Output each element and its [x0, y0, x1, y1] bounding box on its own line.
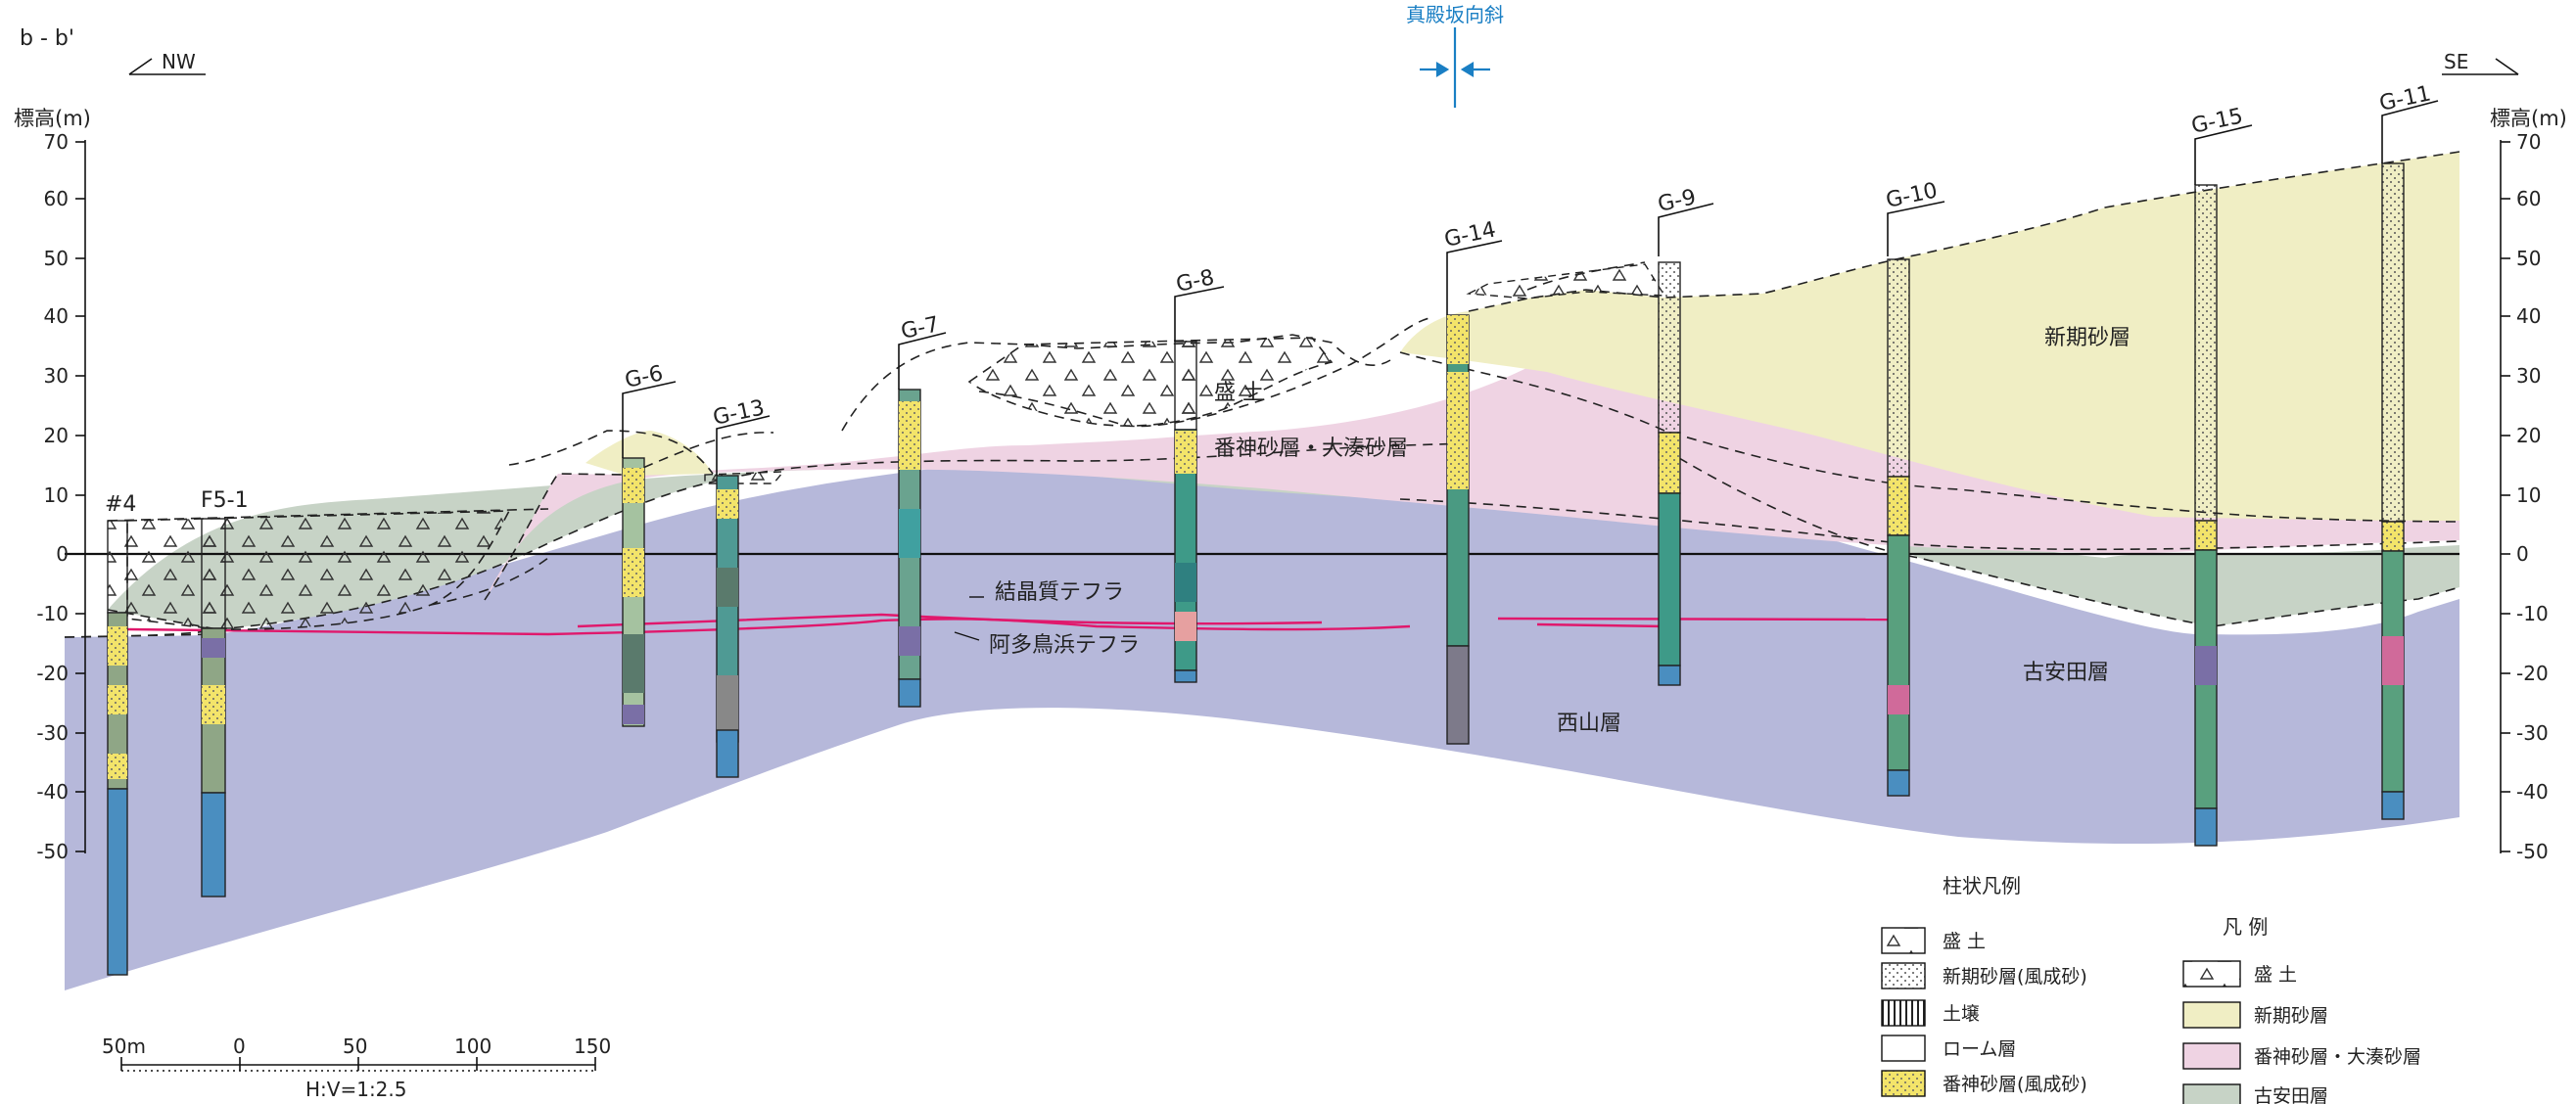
legend-swatch-soil — [1881, 999, 1926, 1027]
unit-legend-swatch-koyasuda — [2182, 1083, 2241, 1104]
scale-ratio: H:V=1:2.5 — [305, 1078, 407, 1101]
scale-label: 50 — [343, 1035, 367, 1058]
borehole-label: G-9 — [1656, 185, 1698, 217]
nw-direction-arrow — [128, 58, 206, 75]
unit-legend-swatch-shinki — [2182, 1001, 2241, 1029]
nishiyama-unit-area — [65, 446, 2459, 990]
tick-label: -50 — [36, 840, 69, 863]
tick-label: 40 — [2516, 304, 2541, 328]
borehole-label: G-15 — [2189, 104, 2245, 138]
scale-label: 0 — [233, 1035, 246, 1058]
tick-label: 0 — [56, 542, 69, 566]
se-direction-arrow — [2442, 58, 2519, 75]
tick-label: -10 — [2516, 602, 2549, 625]
atatorihama-tephra-leader — [954, 631, 980, 641]
direction-se: SE — [2444, 50, 2468, 73]
tick-label: 60 — [2516, 187, 2541, 210]
tick-label: 50 — [2516, 247, 2541, 270]
left-elevation-axis — [75, 140, 86, 853]
tick-label: -10 — [36, 602, 69, 625]
shinki-unit-area-small — [585, 431, 713, 476]
column-legend-title: 柱状凡例 — [1943, 874, 2021, 897]
fill-area-g9 — [1466, 263, 1666, 299]
legend-item: 土壌 — [1943, 1003, 1980, 1025]
tick-label: 60 — [44, 187, 69, 210]
tick-label: -40 — [36, 780, 69, 804]
fill-unit-label: 盛 土 — [1214, 381, 1264, 405]
unit-legend-item: 古安田層 — [2254, 1085, 2328, 1104]
right-elevation-axis — [2500, 140, 2510, 853]
tick-label: -50 — [2516, 840, 2549, 863]
unit-legend-item: 番神砂層・大湊砂層 — [2254, 1046, 2421, 1068]
tick-label: 10 — [2516, 483, 2541, 507]
scale-label: 150 — [574, 1035, 611, 1058]
borehole-label: G-6 — [623, 361, 665, 393]
borehole-label: G-14 — [1442, 217, 1498, 252]
unit-legend-swatch-fill — [2182, 960, 2241, 988]
scale-label: 50m — [102, 1035, 146, 1058]
shinki-unit-label: 新期砂層 — [2044, 326, 2131, 350]
left-tick-labels: 70 60 50 40 30 20 10 0 -10 -20 -30 -40 -… — [36, 130, 69, 863]
fill-area-g8 — [967, 337, 1334, 427]
borehole-label: G-13 — [711, 395, 767, 430]
elevation-unit-left: 標高(m) — [14, 107, 91, 130]
scale-bar — [120, 1057, 596, 1072]
legend-swatch-eolian — [1881, 962, 1926, 989]
direction-nw: NW — [162, 50, 196, 73]
legend-item: ローム層 — [1943, 1038, 2016, 1060]
legend-swatch-fill — [1881, 927, 1926, 954]
crystal-tephra-label: 結晶質テフラ — [995, 580, 1124, 605]
atatorihama-tephra-label: 阿多鳥浜テフラ — [989, 633, 1140, 658]
tick-label: 0 — [2516, 542, 2529, 566]
syncline-label: 真殿坂向斜 — [1406, 3, 1504, 26]
right-tick-labels: 70 60 50 40 30 20 10 0 -10 -20 -30 -40 -… — [2516, 130, 2549, 863]
syncline-axis-icon — [1420, 27, 1490, 108]
tick-label: 20 — [2516, 424, 2541, 447]
banjin-unit-label: 番神砂層・大湊砂層 — [1214, 437, 1408, 461]
borehole-label: G-10 — [1884, 178, 1940, 212]
tick-label: 40 — [44, 304, 69, 328]
borehole-leaders — [622, 100, 2439, 476]
tick-label: 10 — [44, 483, 69, 507]
tick-label: 70 — [44, 130, 69, 154]
legend-swatch-banjin — [1881, 1070, 1926, 1097]
borehole-label: G-7 — [899, 312, 941, 345]
tick-label: 70 — [2516, 130, 2541, 154]
tick-label: 30 — [2516, 364, 2541, 388]
tick-label: -40 — [2516, 780, 2549, 804]
unit-legend-item: 新期砂層 — [2254, 1005, 2328, 1027]
unit-legend-swatch-banjin — [2182, 1042, 2241, 1070]
nishiyama-unit-label: 西山層 — [1557, 712, 1621, 736]
borehole-label: F5-1 — [201, 488, 249, 513]
banjin-unit-area — [485, 340, 2459, 600]
koyasuda-unit-label: 古安田層 — [2023, 661, 2109, 685]
legend-item: 番神砂層(風成砂) — [1943, 1074, 2087, 1095]
borehole-label: G-8 — [1174, 265, 1216, 298]
tick-label: -30 — [36, 721, 69, 745]
tick-label: -30 — [2516, 721, 2549, 745]
tick-label: 50 — [44, 247, 69, 270]
borehole-label: #4 — [105, 492, 136, 517]
unit-legend-item: 盛 土 — [2254, 964, 2297, 986]
tephra-lines — [126, 613, 1891, 636]
scale-label: 100 — [454, 1035, 492, 1058]
section-label: b - b' — [20, 26, 74, 51]
tick-label: -20 — [36, 662, 69, 685]
legend-item: 新期砂層(風成砂) — [1943, 966, 2087, 988]
tick-label: -20 — [2516, 662, 2549, 685]
legend-swatch-loam — [1881, 1035, 1926, 1062]
tick-label: 20 — [44, 424, 69, 447]
borehole-label: G-11 — [2377, 81, 2433, 115]
legend-item: 盛 土 — [1943, 931, 1986, 952]
unit-legend-title: 凡 例 — [2223, 915, 2268, 939]
borehole-columns — [107, 162, 2405, 976]
tick-label: 30 — [44, 364, 69, 388]
elevation-unit-right: 標高(m) — [2490, 107, 2567, 130]
